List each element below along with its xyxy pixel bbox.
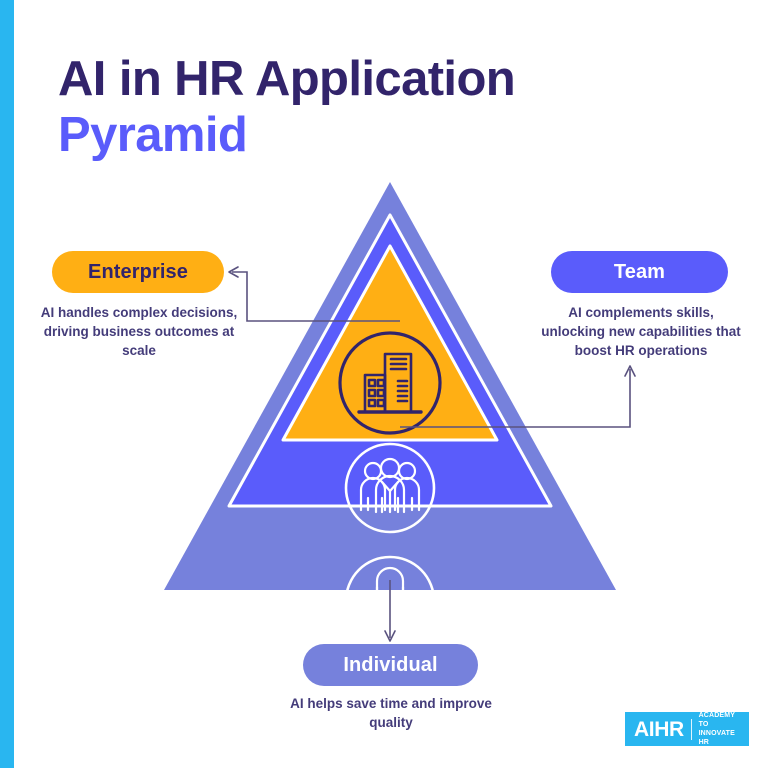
- tier-label-enterprise-text: Enterprise: [88, 260, 188, 283]
- connector-team-arrowhead: [624, 365, 636, 377]
- tier-label-enterprise[interactable]: Enterprise: [52, 251, 224, 293]
- aihr-logo-tagline-line-2: INNOVATE HR: [698, 730, 735, 747]
- connector-individual-arrowhead: [384, 630, 396, 642]
- tier-description-team: AI complements skills, unlocking new cap…: [541, 305, 741, 359]
- left-accent-stripe: [0, 0, 14, 768]
- page-title-line-1: AI in HR Application: [58, 52, 516, 106]
- aihr-logo-tagline: ACADEMY TO INNOVATE HR: [699, 711, 740, 748]
- tier-label-individual-text: Individual: [343, 653, 438, 676]
- tier-label-team[interactable]: Team: [551, 251, 728, 293]
- group-of-people-icon: [344, 442, 436, 534]
- page-title-line-2: Pyramid: [58, 107, 248, 162]
- aihr-logo-tagline-line-1: ACADEMY TO: [698, 711, 735, 728]
- tier-description-enterprise: AI handles complex decisions, driving bu…: [40, 305, 238, 359]
- pyramid-diagram: [160, 176, 620, 647]
- tier-label-team-text: Team: [613, 260, 666, 283]
- aihr-logo: AIHR ACADEMY TO INNOVATE HR: [625, 712, 749, 746]
- aihr-logo-mark: AIHR: [634, 717, 684, 741]
- tier-label-individual[interactable]: Individual: [303, 644, 478, 686]
- aihr-logo-divider: [690, 718, 692, 740]
- tier-description-individual: AI helps save time and improve quality: [290, 696, 492, 731]
- page-title: AI in HR Application Pyramid: [58, 52, 698, 164]
